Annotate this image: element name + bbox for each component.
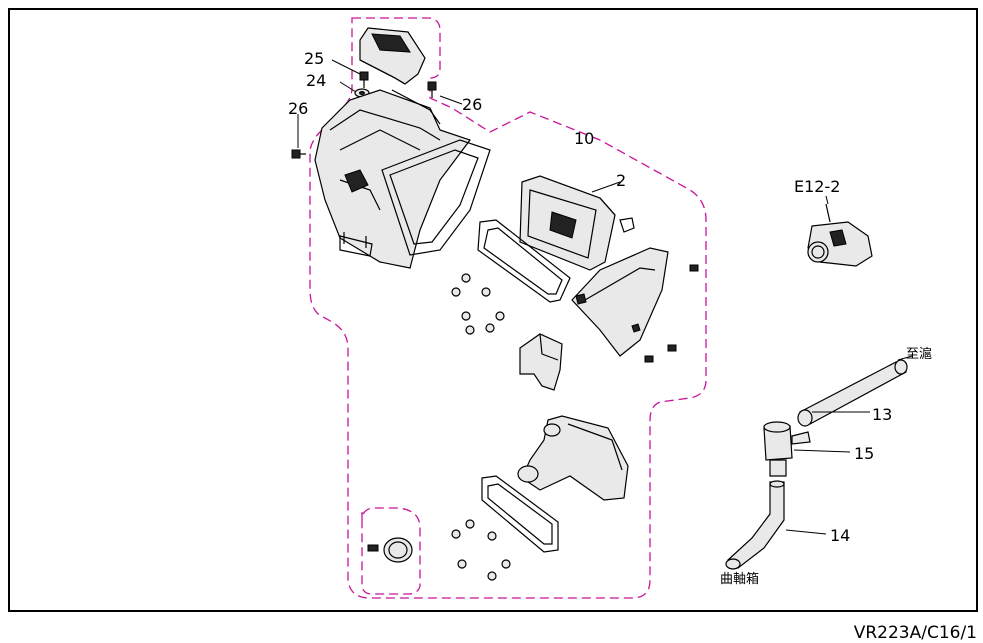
label-15: 15 [854, 444, 874, 463]
lower-duct [517, 415, 629, 501]
label-2: 2 [616, 171, 626, 190]
label-24: 24 [306, 71, 326, 90]
assembly-10-outline [309, 17, 707, 599]
hose-14 [725, 480, 785, 570]
label-26-right: 26 [462, 95, 482, 114]
label-air-inlet: 至滬 [906, 346, 932, 362]
gasket-frame [477, 219, 571, 303]
separator-15 [763, 421, 811, 477]
clip [619, 217, 635, 233]
drawing-code: VR223A/C16/1 [853, 623, 977, 643]
label-25: 25 [304, 49, 324, 68]
hose-clamp [367, 537, 413, 563]
leader-lines [297, 59, 913, 535]
air-filter-2 [519, 175, 616, 271]
screw-26-left [291, 149, 306, 159]
label-crankcase: 曲軸箱 [720, 571, 759, 587]
grommets-lower [451, 519, 511, 581]
assembly-cover-outline [361, 507, 421, 595]
label-e12-2: E12-2 [794, 177, 840, 196]
screw-26-right [427, 81, 437, 98]
screws-cover [644, 264, 699, 363]
label-26-left: 26 [288, 99, 308, 118]
grommets-upper [451, 273, 505, 335]
label-10: 10 [574, 129, 594, 148]
throttle-body [807, 203, 873, 267]
air-box-housing [314, 89, 491, 269]
label-13: 13 [872, 405, 892, 424]
mount-bracket [519, 333, 563, 391]
bolt-25 [359, 71, 369, 88]
side-cover [571, 247, 669, 357]
breather-hose-13 [797, 359, 908, 427]
diagram-frame [8, 8, 978, 612]
intake-snorkel [359, 27, 426, 85]
lower-gasket [481, 475, 559, 553]
label-14: 14 [830, 526, 850, 545]
